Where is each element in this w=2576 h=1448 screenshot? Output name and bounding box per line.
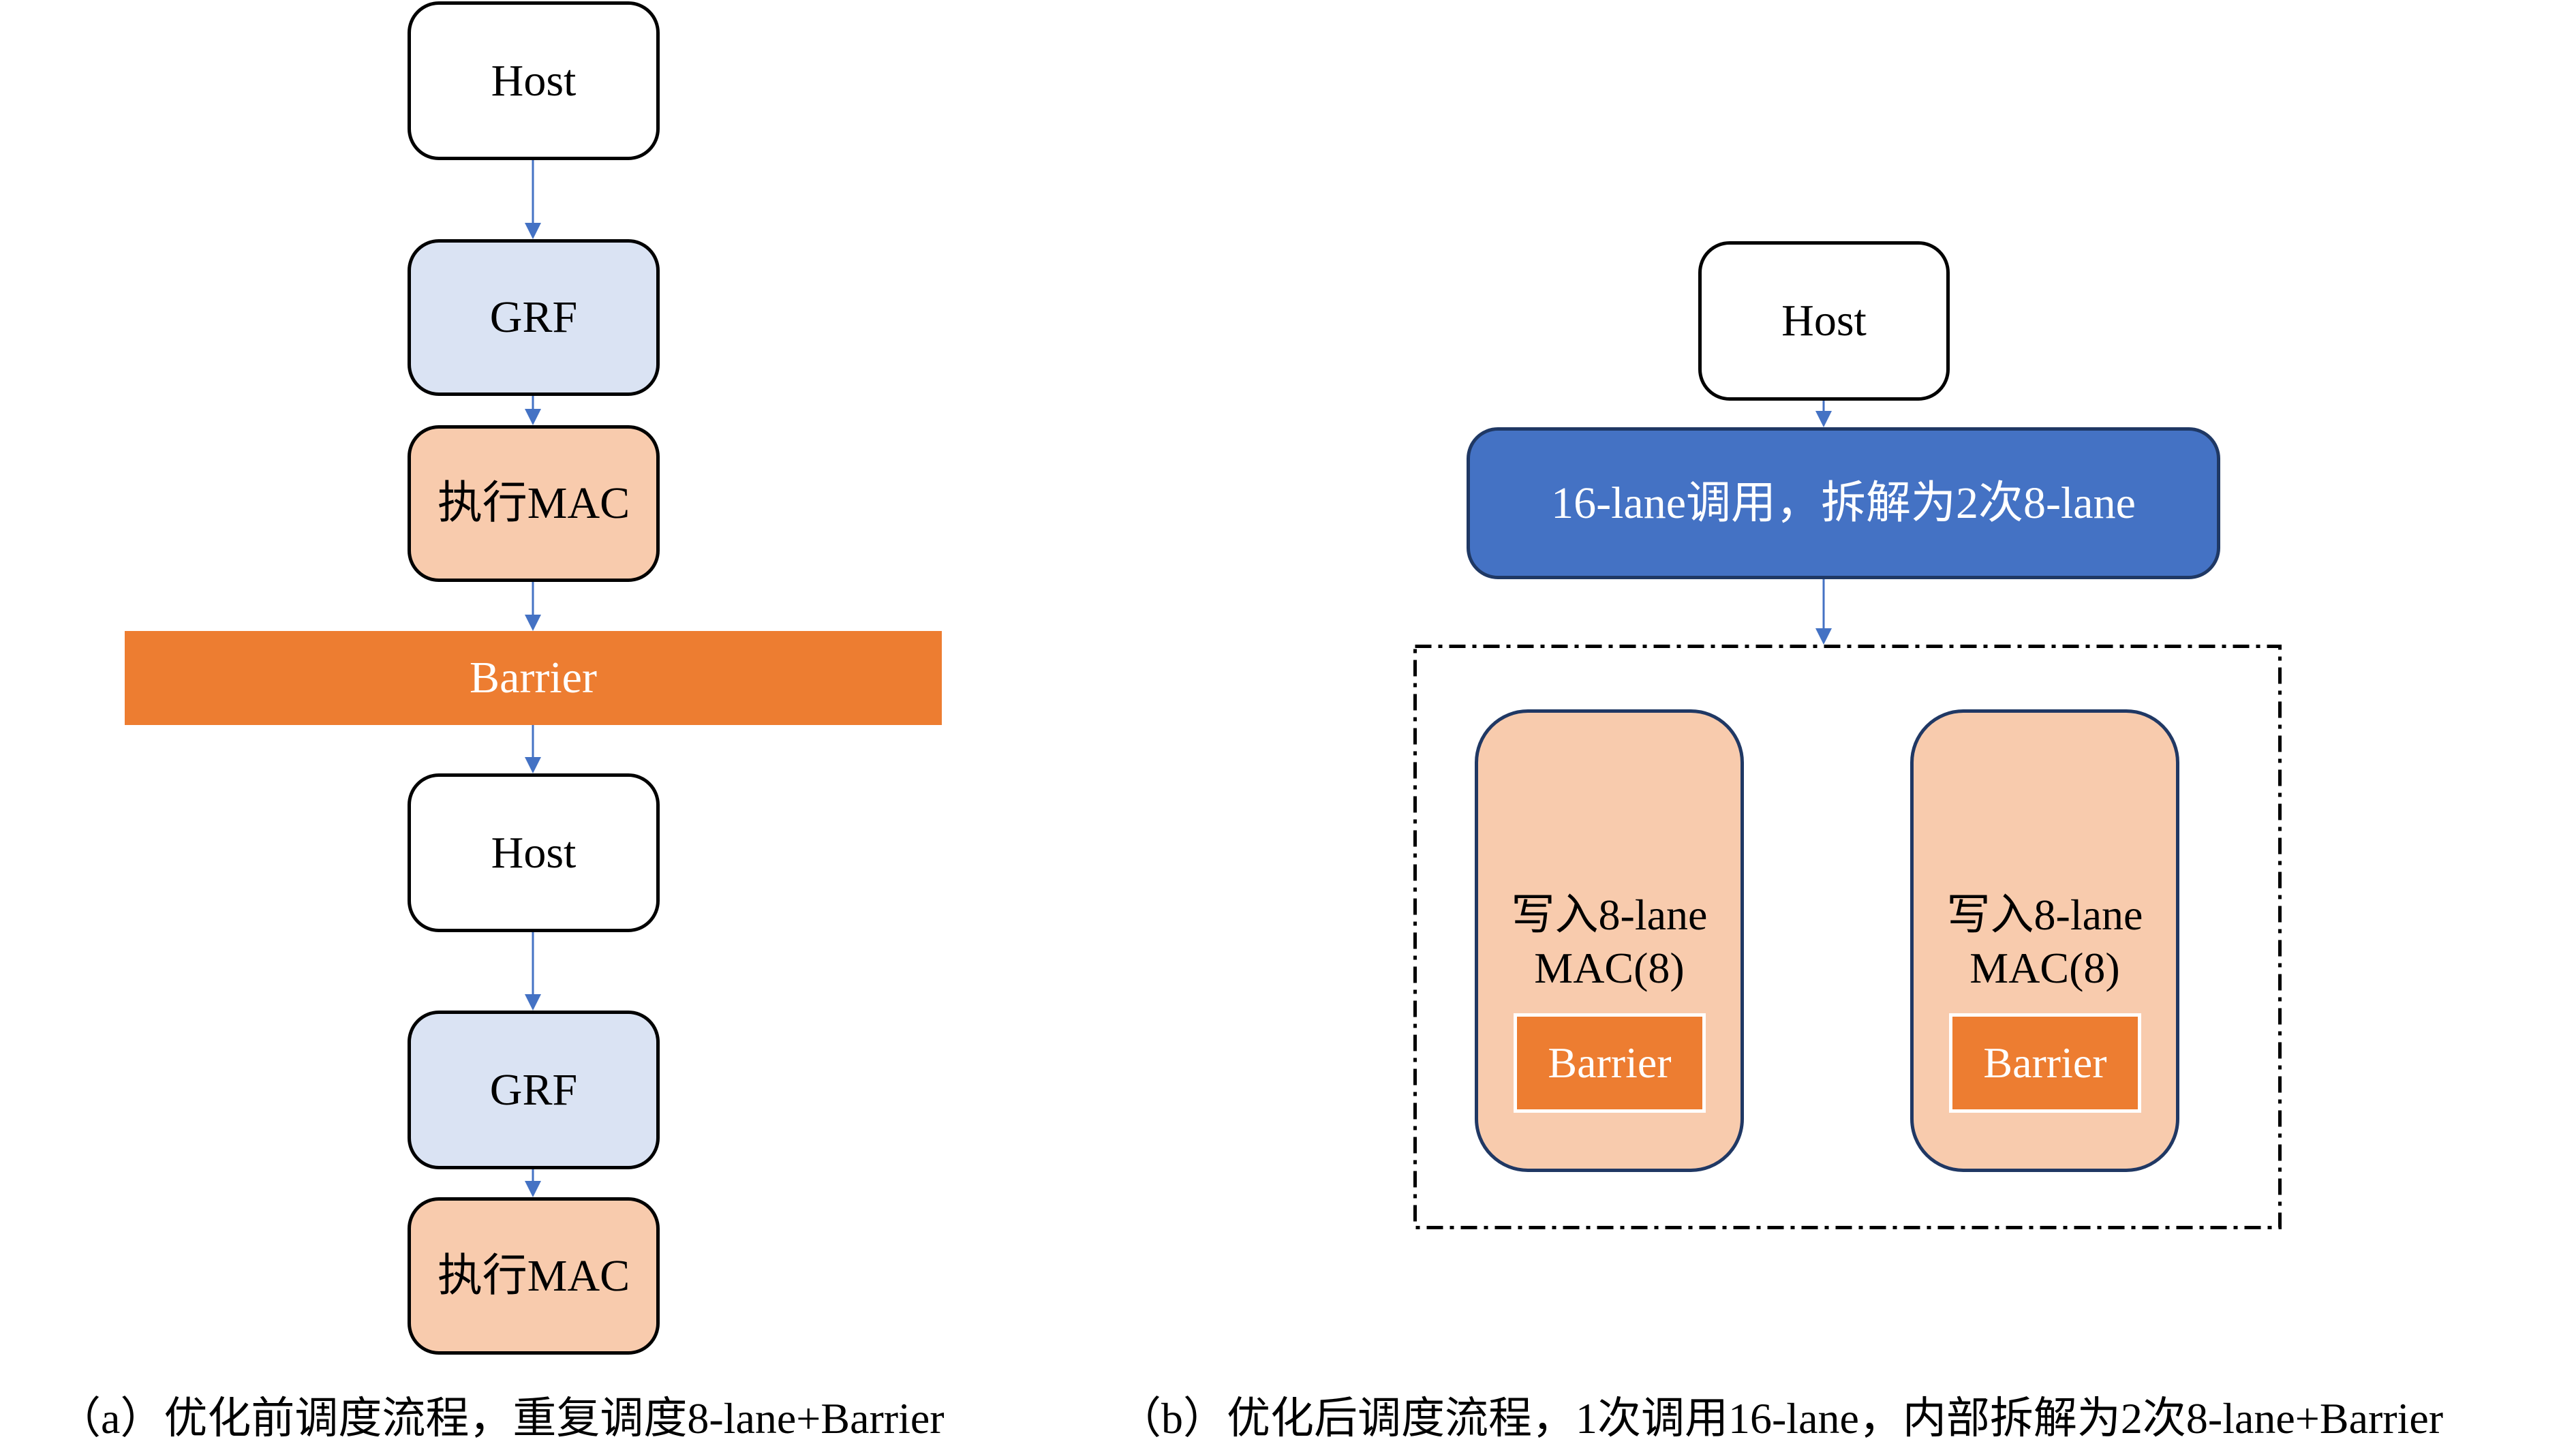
arrow-host-call-head-icon [1815,411,1832,427]
lane-right-text: 写入8-lane MAC(8) [1914,889,2176,995]
mac-node-1: 执行MAC [408,425,660,582]
host-node-1-label: Host [491,55,577,106]
grf-node-1-label: GRF [489,292,578,342]
mac-node-2-label: 执行MAC [437,1250,630,1301]
arrow-call-group-head-icon [1815,628,1832,645]
grf-node-2-label: GRF [489,1064,578,1115]
lane-right-barrier-label: Barrier [1983,1038,2107,1087]
lane-left-text: 写入8-lane MAC(8) [1478,889,1741,995]
lane-left-node: 写入8-lane MAC(8) Barrier [1475,709,1744,1172]
caption-a: （a）优化前调度流程，重复调度8-lane+Barrier [57,1394,945,1443]
arrow-mac1-barrier-head-icon [525,615,541,631]
arrow-grf1-mac1-head-icon [525,409,541,425]
split-group-dashed-box [1413,645,2282,1229]
host-node-b: Host [1698,241,1950,401]
dashed-border [1413,645,2282,1229]
caption-b: （b）优化后调度流程，1次调用16-lane，内部拆解为2次8-lane+Bar… [1118,1394,2444,1443]
lane-right-line1: 写入8-lane [1946,891,2143,939]
mac-node-1-label: 执行MAC [437,478,630,528]
host-node-1: Host [408,1,660,160]
arrow-host1-grf1-head-icon [525,223,541,239]
host-node-b-label: Host [1781,296,1867,345]
grf-node-2: GRF [408,1011,660,1169]
arrow-grf2-mac2-head-icon [525,1181,541,1197]
host-node-2: Host [408,773,660,932]
lane-left-barrier-label: Barrier [1548,1038,1672,1087]
lane-left-barrier: Barrier [1514,1013,1706,1113]
mac-node-2: 执行MAC [408,1197,660,1355]
host-node-2-label: Host [491,827,577,878]
grf-node-1: GRF [408,239,660,396]
lane-left-line2: MAC(8) [1534,944,1685,992]
barrier-bar: Barrier [125,631,942,725]
arrow-host2-grf2-head-icon [525,994,541,1011]
lane-right-line2: MAC(8) [1969,944,2120,992]
lane-right-barrier: Barrier [1949,1013,2141,1113]
call-16-lane-node: 16-lane调用，拆解为2次8-lane [1467,427,2220,579]
arrow-barrier-host2-head-icon [525,757,541,773]
call-16-lane-label: 16-lane调用，拆解为2次8-lane [1551,478,2136,528]
lane-left-line1: 写入8-lane [1511,891,1708,939]
lane-right-node: 写入8-lane MAC(8) Barrier [1910,709,2179,1172]
barrier-bar-label: Barrier [470,653,597,703]
